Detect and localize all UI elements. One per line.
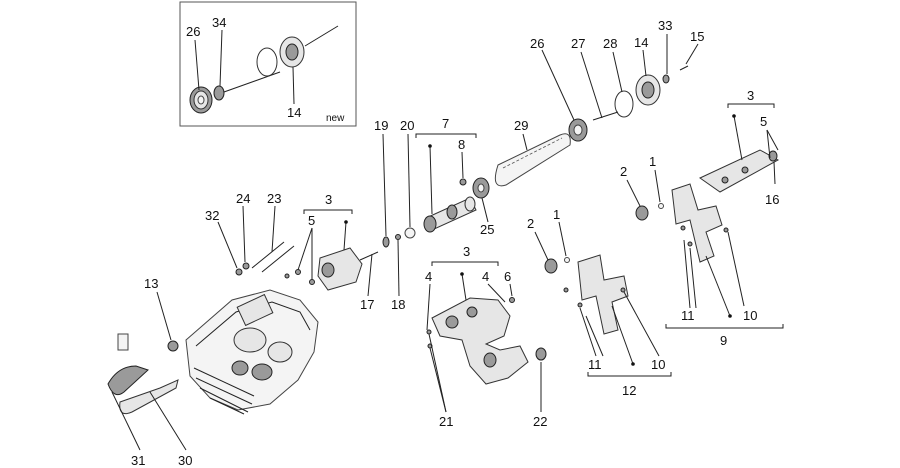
studs: [235, 241, 295, 279]
callout-8: 8: [458, 137, 465, 152]
oring-28: [614, 90, 634, 118]
shaft-support-9: [671, 183, 723, 263]
callout-20: 20: [400, 118, 414, 133]
callout-14: 14: [634, 35, 648, 50]
callout-14-inset: 14: [287, 105, 301, 120]
callout-3-center: 3: [463, 244, 470, 259]
nut-24: [242, 262, 250, 270]
shaft-support-12: [577, 254, 629, 335]
bolt-17: [359, 251, 379, 261]
callout-22: 22: [533, 414, 547, 429]
cylinder-head: [185, 289, 319, 415]
bolt-27: [592, 111, 619, 121]
nut-32: [235, 268, 243, 276]
callout-3-right: 3: [747, 88, 754, 103]
nut-16: [768, 150, 778, 162]
callout-5-right: 5: [760, 114, 767, 129]
part-1-mid: [564, 257, 570, 263]
chain-29: [494, 133, 571, 187]
chain-guides: [107, 333, 179, 415]
inset-new-badge: new: [326, 113, 345, 124]
callout-4-right: 4: [482, 269, 489, 284]
dot-markers: [344, 114, 736, 366]
callout-4-left: 4: [425, 269, 432, 284]
inset-gear: [189, 86, 213, 114]
callout-7: 7: [442, 116, 449, 131]
rocker-body-left: [317, 247, 363, 291]
chain-guide-30: [119, 379, 179, 415]
part-2-right: [635, 205, 649, 221]
screw-15: [679, 65, 689, 71]
shaft-assembly-12: [544, 254, 629, 335]
chain-guide-31: [107, 365, 149, 396]
inset-box: [179, 1, 357, 127]
callout-1-mid: 1: [553, 207, 560, 222]
callout-30: 30: [178, 453, 192, 468]
rocker-support-center: [426, 297, 547, 385]
callout-33: 33: [658, 18, 672, 33]
part-1-right: [658, 203, 664, 209]
callout-23: 23: [267, 191, 281, 206]
drive-assembly: [494, 65, 689, 187]
nut-22: [535, 347, 547, 361]
pin-8: [459, 178, 467, 186]
shaft-assembly-9: [635, 183, 729, 263]
callout-21: 21: [439, 414, 453, 429]
inset-oring: [256, 47, 278, 77]
washer-20: [404, 227, 416, 239]
callout-16: 16: [765, 192, 779, 207]
inset-washer: [213, 85, 225, 101]
callout-25: 25: [480, 222, 494, 237]
washer-19: [382, 236, 390, 248]
part-2-mid: [544, 258, 558, 274]
callout-19: 19: [374, 118, 388, 133]
inset-pump: [279, 36, 305, 68]
callout-29: 29: [514, 118, 528, 133]
callout-10-right: 10: [743, 308, 757, 323]
callout-28: 28: [603, 36, 617, 51]
camshaft-7: [382, 177, 490, 248]
callout-27: 27: [571, 36, 585, 51]
callout-10-mid: 10: [651, 357, 665, 372]
callout-13: 13: [144, 276, 158, 291]
callout-11-mid: 11: [588, 357, 602, 372]
callout-6: 6: [504, 269, 511, 284]
callout-24: 24: [236, 191, 250, 206]
callout-2-mid: 2: [527, 216, 534, 231]
rocker-left: [295, 247, 379, 291]
rocker-arm-right: [699, 149, 780, 193]
callout-9: 9: [720, 333, 727, 348]
rocker-support-3: [431, 297, 529, 385]
callout-11-right: 11: [681, 308, 695, 323]
callout-2-right: 2: [620, 164, 627, 179]
callout-12: 12: [622, 383, 636, 398]
callout-5-left: 5: [308, 213, 315, 228]
callout-31: 31: [131, 453, 145, 468]
callout-17: 17: [360, 297, 374, 312]
callout-3-left: 3: [325, 192, 332, 207]
callout-labels: 26 34 14 new 26 27 28 14 33 15 3 5 16 2 …: [131, 15, 779, 468]
pin-6: [509, 297, 515, 303]
tensioner-13: [167, 340, 179, 352]
sleeve-13: [117, 333, 129, 351]
callout-18: 18: [391, 297, 405, 312]
callout-1-right: 1: [649, 154, 656, 169]
callout-32: 32: [205, 208, 219, 223]
callout-15: 15: [690, 29, 704, 44]
rocker-right: [699, 149, 780, 193]
callout-26: 26: [530, 36, 544, 51]
washer-33: [662, 74, 670, 84]
callout-34: 34: [212, 15, 226, 30]
leader-lines: [111, 29, 784, 451]
callout-26-inset: 26: [186, 24, 200, 39]
inset-bolt: [304, 25, 339, 47]
